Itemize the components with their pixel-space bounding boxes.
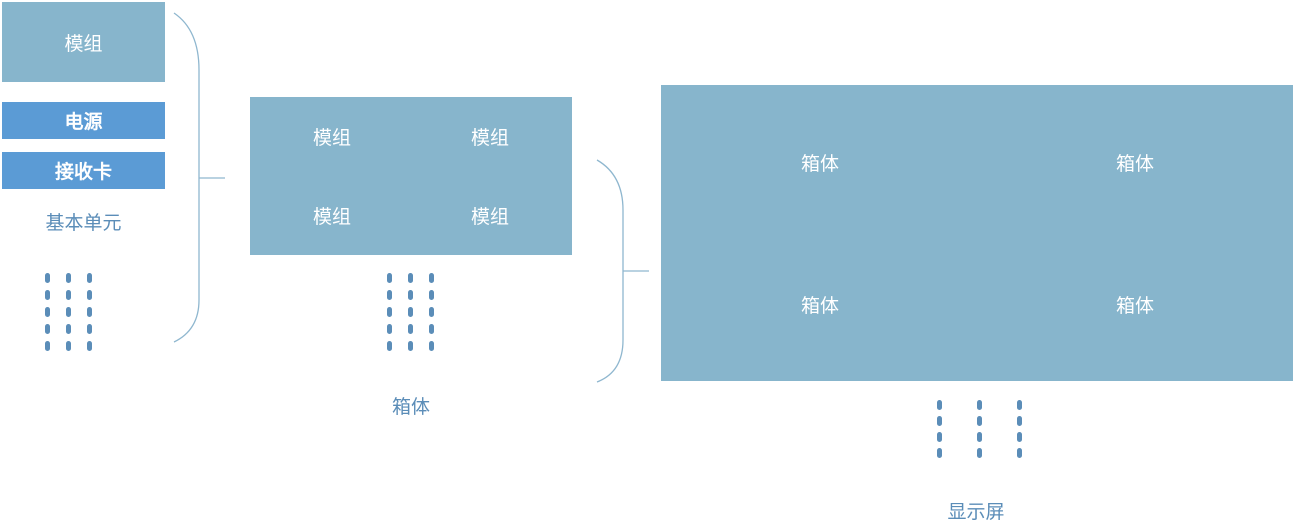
right-bracket	[596, 159, 624, 383]
screen-cabinet-1: 箱体	[800, 152, 839, 175]
unit-module-label: 模组	[64, 32, 103, 55]
screen-cabinet-2: 箱体	[1115, 152, 1154, 175]
unit-module-box: 模组	[2, 2, 165, 82]
unit-ellipsis	[45, 273, 92, 351]
unit-caption: 基本单元	[45, 212, 122, 234]
unit-receiver-label: 接收卡	[54, 161, 112, 183]
cabinet-box: 模组 模组 模组 模组	[250, 97, 572, 255]
unit-power-box: 电源	[2, 102, 165, 139]
cabinet-module-2: 模组	[470, 127, 509, 149]
screen-box: 箱体 箱体 箱体 箱体	[661, 85, 1293, 381]
cabinet-caption: 箱体	[391, 396, 430, 418]
screen-cabinet-3: 箱体	[800, 294, 839, 317]
unit-power-label: 电源	[64, 111, 103, 133]
unit-receiver-box: 接收卡	[2, 152, 165, 189]
left-bracket	[173, 12, 200, 343]
cabinet-module-4: 模组	[470, 206, 509, 228]
screen-caption: 显示屏	[947, 501, 1005, 523]
cabinet-ellipsis	[387, 273, 434, 351]
cabinet-module-1: 模组	[312, 127, 351, 149]
screen-ellipsis	[937, 400, 1022, 458]
cabinet-module-3: 模组	[312, 206, 351, 228]
screen-cabinet-4: 箱体	[1115, 294, 1154, 317]
